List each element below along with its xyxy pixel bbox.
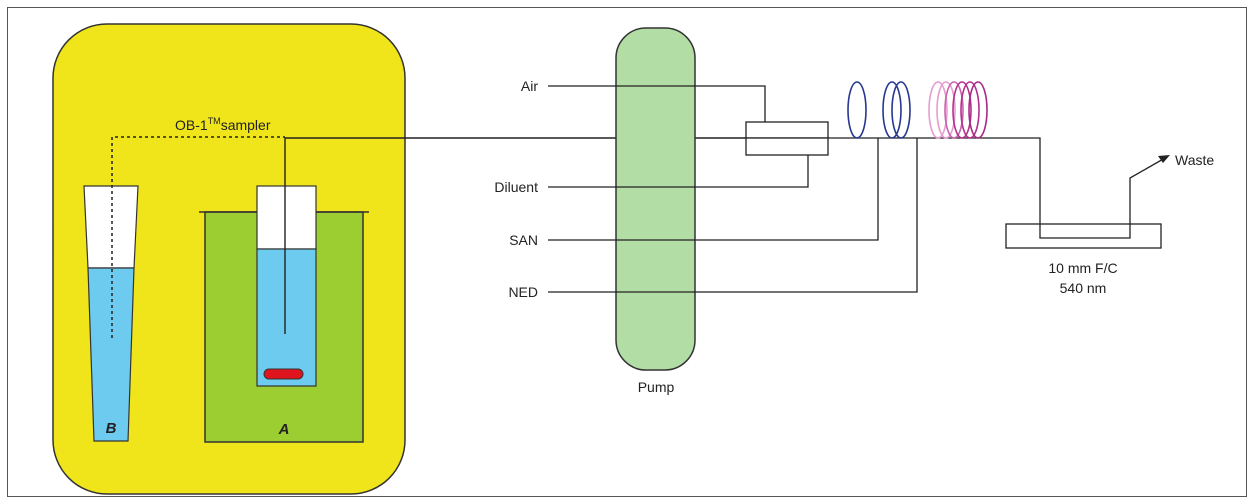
beaker-a-liquid [256, 248, 317, 387]
vessel-b-label: B [106, 420, 117, 437]
sampler-probe-a [284, 137, 746, 334]
coil-pink [936, 81, 956, 139]
coil-blue [847, 81, 867, 139]
tube-b-liquid [87, 267, 135, 442]
ned-line [548, 138, 918, 293]
mixing-tee-lower [745, 137, 829, 156]
coil-pink [928, 81, 948, 139]
sampler-suffix: sampler [221, 117, 271, 133]
sampler-trademark: TM [208, 116, 221, 126]
stir-bar [263, 368, 304, 380]
flowcell-label-line2: 540 nm [1060, 280, 1107, 296]
peristaltic-pump [615, 27, 696, 371]
ned-label: NED [508, 284, 538, 300]
waste-label: Waste [1175, 152, 1214, 168]
coil-magenta [952, 81, 972, 139]
coil-magenta [960, 81, 980, 139]
air-label: Air [521, 78, 538, 94]
sampler-label: OB-1TMsampler [175, 116, 271, 133]
coil-pink [944, 81, 964, 139]
vessel-a-label: A [278, 421, 290, 438]
sampler-name: OB-1 [175, 117, 208, 133]
san-line [548, 138, 879, 241]
flow-cell [1005, 223, 1162, 249]
san-label: SAN [509, 232, 538, 248]
coil-blue [882, 81, 902, 139]
main-flow-line [828, 137, 1166, 239]
mixing-tee-upper [745, 121, 829, 139]
diluent-label: Diluent [494, 179, 538, 195]
figure-frame [7, 7, 1247, 497]
air-line [548, 85, 766, 122]
beaker-a-empty [256, 185, 317, 250]
waste-arrow-head [1158, 155, 1170, 163]
coil-magenta [968, 81, 988, 139]
mixing-coils [847, 81, 988, 139]
sampler-probe-b [111, 136, 285, 338]
flowcell-label-line1: 10 mm F/C [1048, 260, 1117, 276]
coil-blue [891, 81, 911, 139]
tube-b-empty [83, 185, 139, 269]
pump-label: Pump [638, 379, 675, 395]
